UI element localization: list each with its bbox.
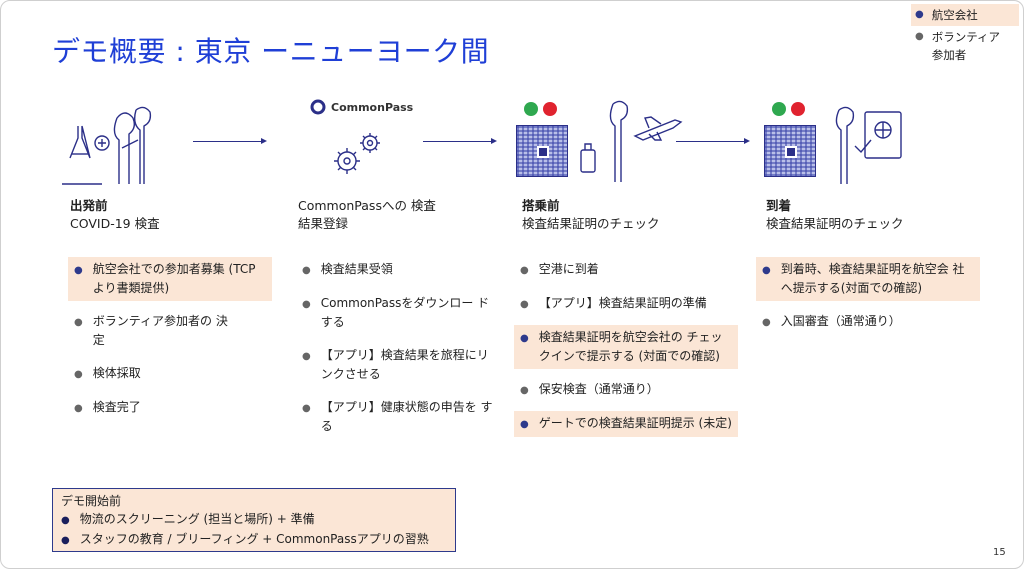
list-item: ● 空港に到着 — [514, 257, 738, 283]
lab-test-icon — [62, 106, 152, 185]
legend-airline: ● 航空会社 — [911, 4, 1019, 26]
column-head-bold: 搭乗前 — [522, 198, 560, 213]
bullet-icon: ● — [520, 385, 529, 396]
red-status-icon — [791, 102, 805, 116]
bullet-icon: ● — [762, 265, 771, 276]
list-item: ● 検査結果受領 — [296, 257, 502, 283]
commonpass-logo: CommonPass — [310, 99, 413, 115]
bullet-icon: ● — [302, 403, 311, 414]
list-item-text: 航空会社での参加者募集 (TCPより書類提供) — [92, 262, 256, 295]
qr-code-icon — [516, 125, 568, 177]
list-item: ● ボランティア参加者の 決定 — [68, 309, 238, 353]
bullet-icon: ● — [74, 369, 83, 380]
list-item-text: CommonPassをダウンロー ドする — [320, 296, 490, 329]
bullet-icon: ● — [915, 9, 924, 20]
legend: ● 航空会社 ● ボランティア参加者 — [911, 4, 1019, 66]
list-item-text: 【アプリ】健康状態の申告を する — [320, 400, 493, 433]
list-item: ● 【アプリ】検査結果証明の準備 — [514, 291, 738, 317]
column-departure: 出発前 COVID-19 検査 — [70, 197, 300, 233]
bullet-icon: ● — [520, 333, 529, 344]
slide-title: デモ概要 : 東京 ーニューヨーク間 — [52, 35, 490, 68]
bullet-icon: ● — [520, 265, 529, 276]
list-item: ● 検体採取 — [68, 361, 292, 387]
passport-traveler-icon — [835, 106, 902, 184]
green-status-icon — [772, 102, 786, 116]
column-head-bold: 到着 — [766, 198, 792, 213]
list-item-text: 入国審査（通常通り） — [780, 314, 901, 328]
qr-code-icon — [764, 125, 816, 177]
list-item: ● 到着時、検査結果証明を航空会 社へ提示する(対面での確認) — [756, 257, 980, 301]
list-item-text: 空港に到着 — [538, 262, 599, 276]
pre-demo-line: ● 物流のスクリーニング (担当と場所) + 準備 — [61, 510, 447, 530]
list-item-text: 保安検査（通常通り） — [538, 382, 659, 396]
pre-demo-line: ● スタッフの教育 / ブリーフィング + CommonPassアプリの習熟 — [61, 530, 447, 550]
bullet-icon: ● — [74, 317, 83, 328]
red-status-icon — [543, 102, 557, 116]
list-item-text: 【アプリ】検査結果証明の準備 — [538, 296, 707, 310]
bullet-icon: ● — [302, 265, 311, 276]
legend-volunteer-label: ボランティア参加者 — [931, 30, 1001, 62]
bullet-icon: ● — [915, 31, 924, 42]
list-item-text: 【アプリ】検査結果を旅程にリ ンクさせる — [320, 348, 489, 381]
page-number: 15 — [993, 547, 1006, 558]
column-head-bold: 出発前 — [70, 198, 108, 213]
bullet-icon: ● — [74, 265, 83, 276]
list-item: ● 入国審査（通常通り） — [756, 309, 980, 335]
flow-arrow — [193, 138, 267, 144]
legend-airline-label: 航空会社 — [931, 8, 978, 22]
pre-demo-line-text: スタッフの教育 / ブリーフィング + CommonPassアプリの習熟 — [79, 532, 429, 546]
list-item: ● 【アプリ】検査結果を旅程にリ ンクさせる — [296, 343, 502, 387]
column-head: 検査結果証明のチェック — [766, 216, 904, 231]
bullet-icon: ● — [520, 299, 529, 310]
list-item-text: ゲートでの検査結果証明提示 (未定) — [538, 416, 732, 430]
column-boarding-items: ● 空港に到着 ● 【アプリ】検査結果証明の準備 ● 検査結果証明を航空会社の … — [514, 257, 738, 445]
list-item: ● ゲートでの検査結果証明提示 (未定) — [514, 411, 738, 437]
list-item-text: 検体採取 — [92, 366, 141, 380]
pre-demo-box: デモ開始前 ● 物流のスクリーニング (担当と場所) + 準備 ● スタッフの教… — [52, 488, 456, 552]
bullet-icon: ● — [74, 403, 83, 414]
column-head: 検査結果証明のチェック — [522, 216, 660, 231]
bullet-icon: ● — [61, 535, 70, 546]
list-item-text: 検査結果証明を航空会社の チェックインで提示する (対面での確認) — [538, 330, 723, 363]
bullet-icon: ● — [61, 515, 70, 526]
pre-demo-line-text: 物流のスクリーニング (担当と場所) + 準備 — [79, 512, 315, 526]
bullet-icon: ● — [520, 419, 529, 430]
bullet-icon: ● — [302, 299, 311, 310]
legend-volunteer: ● ボランティア参加者 — [911, 26, 1019, 66]
gears-icon — [334, 133, 380, 174]
column-head: COVID-19 検査 — [70, 216, 160, 231]
column-arrival: 到着 検査結果証明のチェック — [766, 197, 996, 233]
list-item-text: ボランティア参加者の 決定 — [92, 314, 228, 347]
list-item-text: 検査結果受領 — [320, 262, 393, 276]
bullet-icon: ● — [302, 351, 311, 362]
column-registration-items: ● 検査結果受領 ● CommonPassをダウンロー ドする ● 【アプリ】検… — [296, 257, 502, 447]
column-head: CommonPassへの 検査結果登録 — [298, 198, 436, 231]
column-departure-items: ● 航空会社での参加者募集 (TCPより書類提供) ● ボランティア参加者の 決… — [68, 257, 292, 429]
list-item: ● 航空会社での参加者募集 (TCPより書類提供) — [68, 257, 272, 301]
list-item: ● 【アプリ】健康状態の申告を する — [296, 395, 502, 439]
pre-demo-title: デモ開始前 — [61, 494, 122, 508]
commonpass-logo-text: CommonPass — [331, 100, 414, 114]
commonpass-ring-icon — [310, 99, 326, 115]
list-item: ● 検査完了 — [68, 395, 292, 421]
bullet-icon: ● — [762, 317, 771, 328]
list-item: ● 検査結果証明を航空会社の チェックインで提示する (対面での確認) — [514, 325, 738, 369]
green-status-icon — [524, 102, 538, 116]
list-item: ● CommonPassをダウンロー ドする — [296, 291, 502, 335]
list-item: ● 保安検査（通常通り） — [514, 377, 738, 403]
list-item-text: 到着時、検査結果証明を航空会 社へ提示する(対面での確認) — [780, 262, 965, 295]
traveler-airplane-icon — [580, 100, 683, 182]
column-registration: CommonPassへの 検査結果登録 — [298, 197, 448, 233]
flow-arrow — [423, 138, 497, 144]
list-item-text: 検査完了 — [92, 400, 141, 414]
column-boarding: 搭乗前 検査結果証明のチェック — [522, 197, 752, 233]
flow-arrow — [676, 138, 750, 144]
column-arrival-items: ● 到着時、検査結果証明を航空会 社へ提示する(対面での確認) ● 入国審査（通… — [756, 257, 980, 343]
